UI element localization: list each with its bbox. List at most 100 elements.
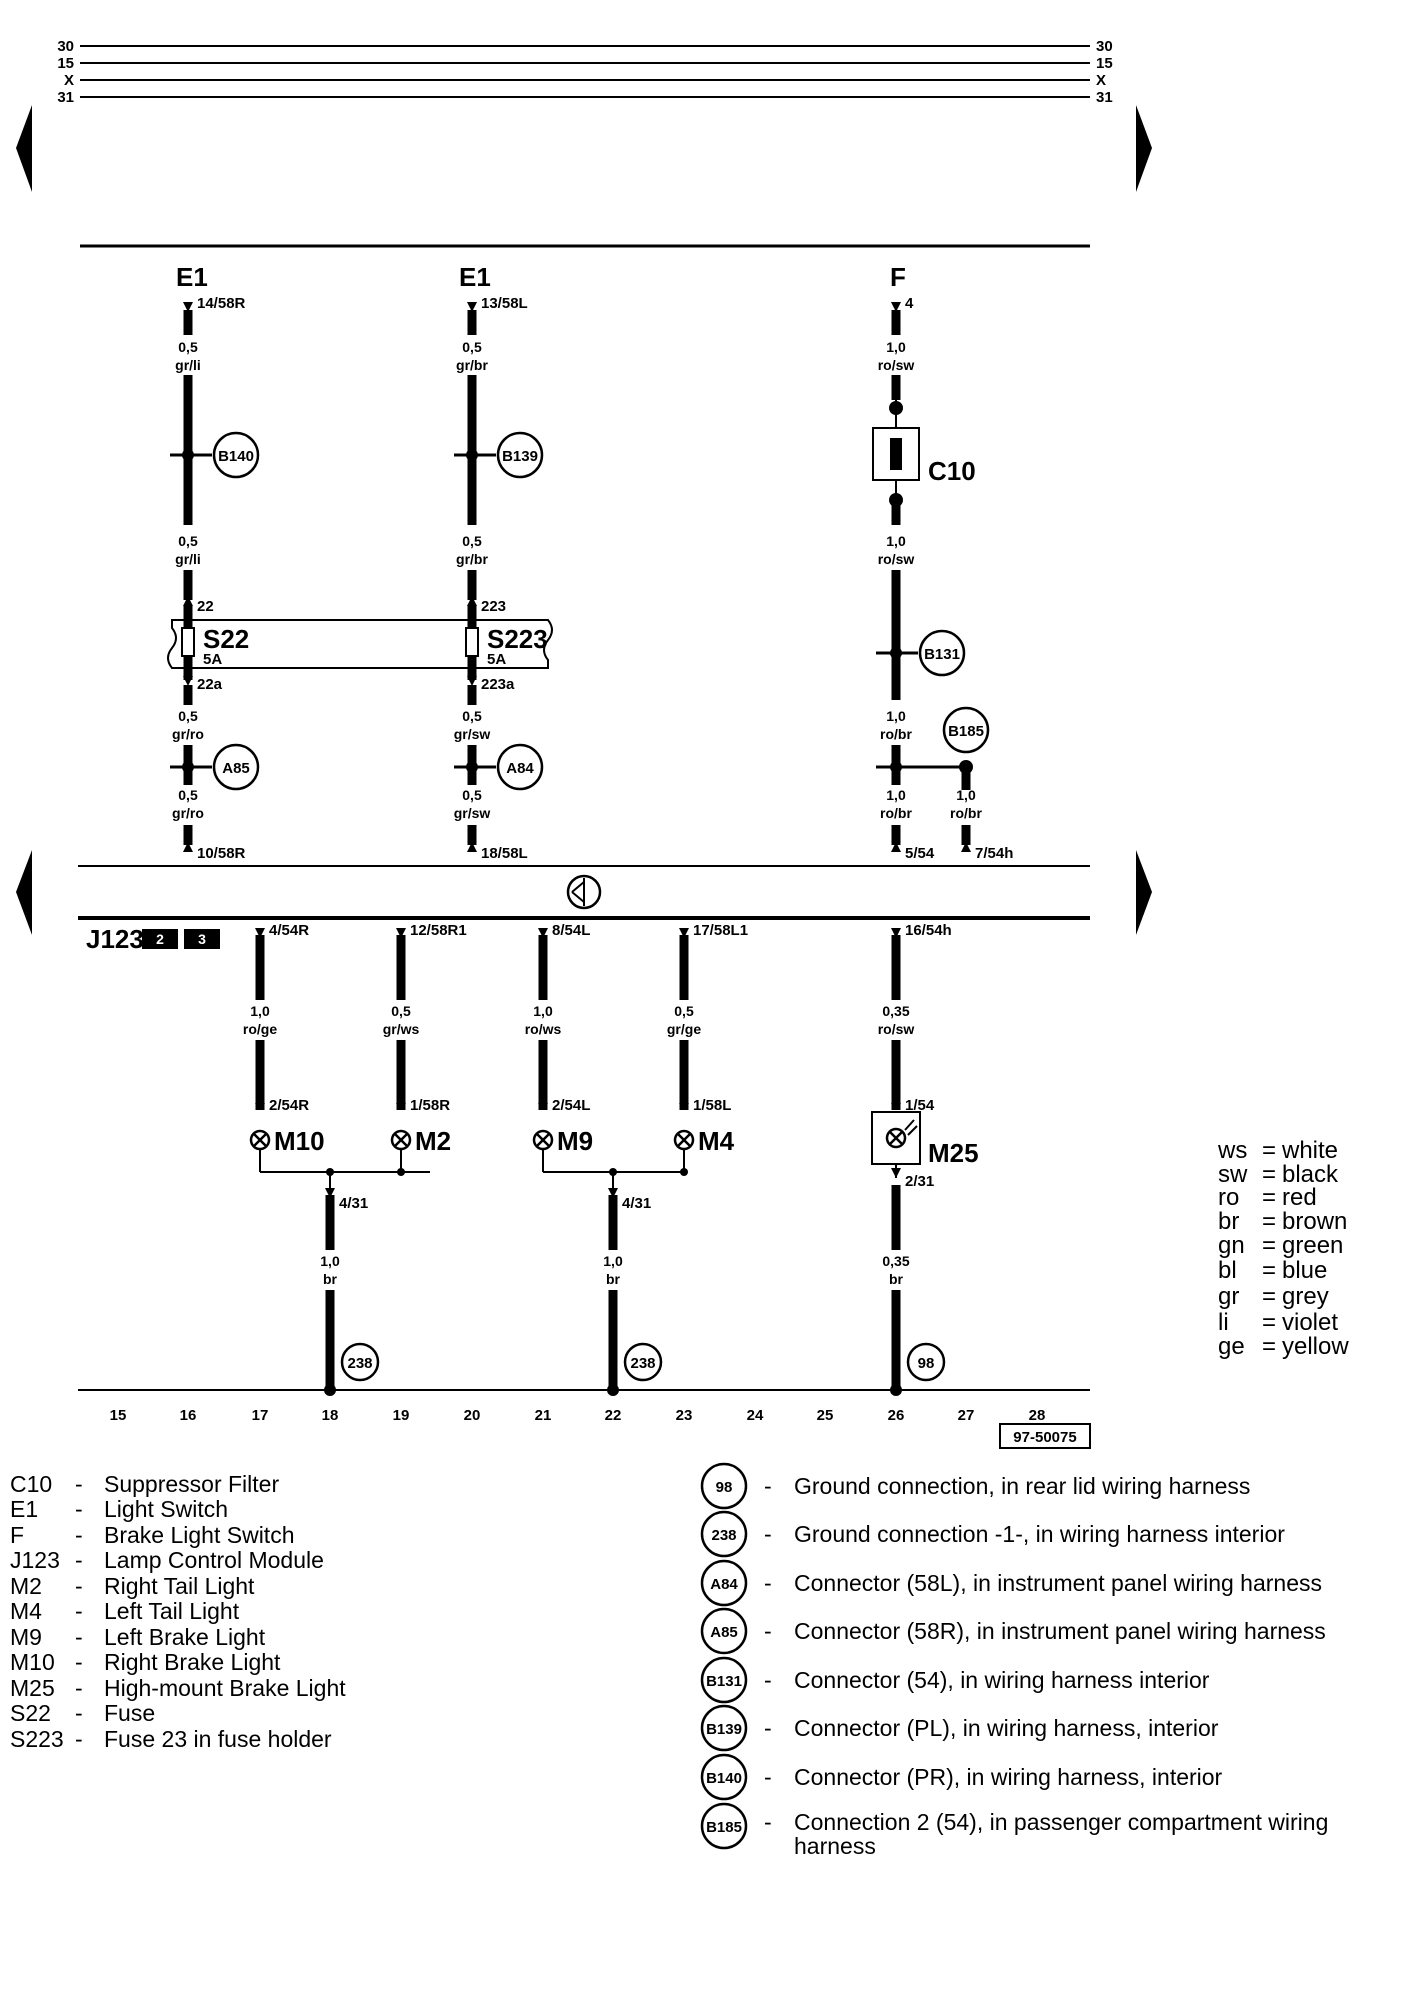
triangle-right-icon[interactable] [1136,850,1152,935]
svg-text:High-mount Brake Light: High-mount Brake Light [104,1675,346,1701]
component-m2: M2 [415,1126,451,1156]
triangle-left-icon[interactable] [16,850,32,935]
connector-label: A84 [506,760,534,777]
component-m4: M4 [698,1126,735,1156]
connector-b139 [496,431,544,479]
lamp-m10: M10 [249,1126,325,1156]
wire-size: 0,35 [882,1003,909,1019]
terminal-label: 2/54R [269,1097,309,1114]
rail-label-31-right: 31 [1096,89,1113,106]
svg-text:Right Tail Light: Right Tail Light [104,1573,255,1599]
wire-size: 0,5 [462,787,482,803]
wire-size: 1,0 [886,708,906,724]
svg-text:=: = [1262,1137,1276,1164]
svg-text:black: black [1282,1161,1339,1188]
wire-size: 1,0 [886,339,906,355]
svg-text:white: white [1281,1137,1338,1164]
terminal-labels: 14/58R 13/58L 4 22 223 22a 223a 10/58R 1… [197,295,1013,1212]
ground-238-b [623,1342,663,1382]
svg-text:-: - [764,1715,772,1741]
connector-label: B140 [218,448,254,465]
connector-b131 [918,629,966,677]
svg-text:-: - [75,1649,83,1675]
junction-dots [326,1168,688,1176]
ground-98 [906,1342,946,1382]
svg-text:B185: B185 [706,1819,742,1836]
svg-text:-: - [764,1521,772,1547]
svg-text:Light Switch: Light Switch [104,1496,228,1522]
wire-size: 1,0 [886,533,906,549]
column-number: 24 [747,1407,764,1424]
component-e1-left: E1 [176,262,208,292]
rail-label-30-right: 30 [1096,38,1113,55]
legend-last-line1: Connection 2 (54), in passenger compartm… [794,1809,1328,1835]
svg-text:=: = [1262,1208,1276,1235]
svg-text:=: = [1262,1333,1276,1360]
lamp-m2: M2 [390,1126,451,1156]
lamp-m4: M4 [673,1126,735,1156]
svg-text:Connector (58L), in instrument: Connector (58L), in instrument panel wir… [794,1570,1322,1596]
svg-text:-: - [764,1667,772,1693]
terminal-label: 22 [197,598,214,615]
connector-labels: B140 B139 B131 B185 A85 A84 238 238 98 [218,448,984,1372]
svg-text:B131: B131 [706,1673,742,1690]
wire-color: gr/sw [454,726,491,742]
connector-b140 [212,431,260,479]
svg-text:=: = [1262,1309,1276,1336]
fuse-rating: 5A [203,651,222,668]
svg-text:Ground connection, in rear lid: Ground connection, in rear lid wiring ha… [794,1473,1250,1499]
wire-size: 1,0 [533,1003,553,1019]
svg-text:-: - [75,1573,83,1599]
wire-size: 1,0 [956,787,976,803]
svg-text:B139: B139 [706,1721,742,1738]
terminal-label: 13/58L [481,295,528,312]
svg-text:C10: C10 [10,1471,52,1497]
svg-text:Right Brake Light: Right Brake Light [104,1649,281,1675]
wire-color: ro/br [880,726,912,742]
svg-text:red: red [1282,1184,1317,1211]
svg-text:-: - [75,1700,83,1726]
svg-text:98: 98 [716,1479,733,1496]
component-f: F [890,262,906,292]
column-number: 28 [1029,1407,1046,1424]
wire-size: 0,5 [178,339,198,355]
component-s22: S22 [203,624,249,654]
rail-label-15-right: 15 [1096,55,1113,72]
triangle-left-icon[interactable] [16,105,32,192]
rail-labels-right: 30 15 X 31 [1096,38,1113,106]
svg-text:br: br [1218,1208,1239,1235]
component-m9: M9 [557,1126,593,1156]
wire-size: 0,5 [674,1003,694,1019]
triangle-right-icon[interactable] [1136,105,1152,192]
svg-text:ws: ws [1217,1137,1247,1164]
connector-label: 98 [918,1355,935,1372]
wire-color: gr/ro [172,805,204,821]
connector-label: 238 [347,1355,372,1372]
component-c10: C10 [928,456,976,486]
terminal-label: 4/31 [339,1195,368,1212]
rail-label-15: 15 [57,55,74,72]
column-number: 26 [888,1407,905,1424]
wire-color: br [606,1271,621,1287]
svg-text:M2: M2 [10,1573,42,1599]
svg-text:A85: A85 [710,1624,738,1641]
connector-b185 [942,706,990,754]
connector-label: A85 [222,760,250,777]
wire-size: 1,0 [250,1003,270,1019]
svg-text:J123: J123 [10,1547,60,1573]
wire-color: gr/br [456,551,488,567]
svg-text:ro: ro [1218,1184,1239,1211]
legend-last-line2: harness [794,1833,876,1859]
fuse-rating: 5A [487,651,506,668]
column-number: 19 [393,1407,410,1424]
lamps: M10 M2 M9 M4 M25 [249,1111,979,1168]
component-m10: M10 [274,1126,325,1156]
svg-text:brown: brown [1282,1208,1347,1235]
terminal-label: 2/54L [552,1097,590,1114]
wire-color: ro/sw [878,1021,915,1037]
wire-size: 1,0 [886,787,906,803]
svg-text:Fuse 23 in fuse holder: Fuse 23 in fuse holder [104,1726,332,1752]
svg-text:Connector (54), in wiring harn: Connector (54), in wiring harness interi… [794,1667,1210,1693]
component-m25: M25 [928,1138,979,1168]
svg-text:-: - [75,1726,83,1752]
